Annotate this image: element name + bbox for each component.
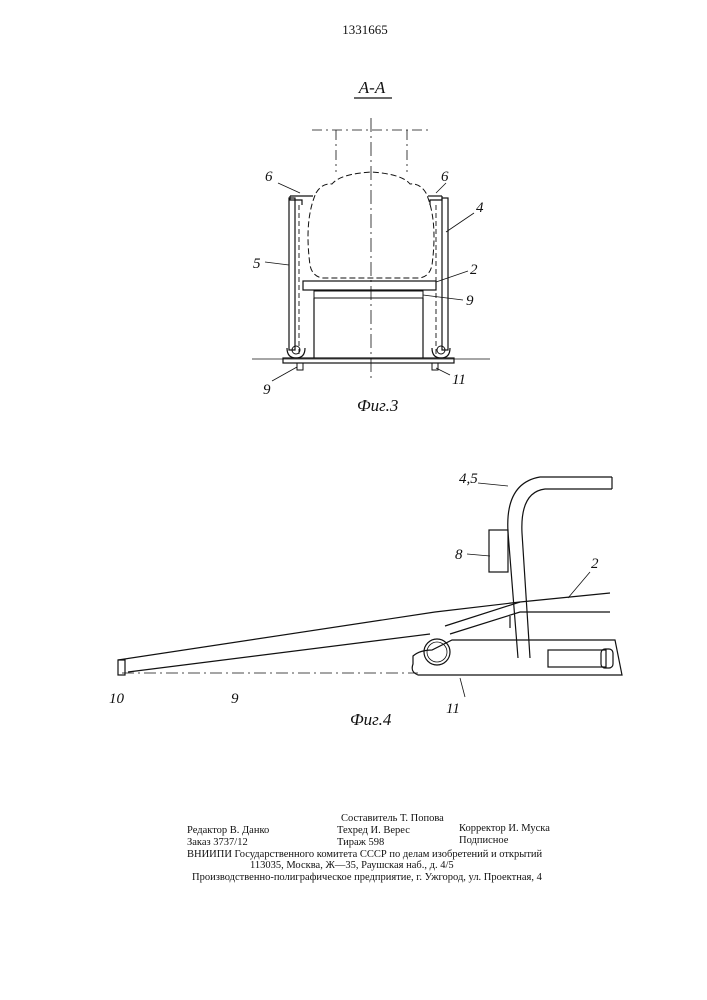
footer-subscription: Подписное <box>459 835 508 847</box>
footer-corrector: Корректор И. Муска <box>459 823 550 835</box>
fig3-label-6-left: 6 <box>265 169 273 185</box>
footer-printer: Производственно-полиграфическое предприя… <box>192 872 542 884</box>
fig4-label-11: 11 <box>446 701 460 717</box>
base-roller-housing <box>548 650 606 667</box>
bracket-left <box>290 196 302 205</box>
footer-circulation: Тираж 598 <box>337 837 384 849</box>
section-label: A-A <box>358 78 386 97</box>
fig3-label-2: 2 <box>470 262 478 278</box>
platform <box>303 281 436 290</box>
fig3-label-5: 5 <box>253 256 261 272</box>
fig4-label-4-5: 4,5 <box>459 471 478 487</box>
fig3-label-4: 4 <box>476 200 484 216</box>
fig3-label-11: 11 <box>452 372 466 388</box>
figure-4: 4,5 8 2 10 9 11 Фиг.4 <box>109 471 622 729</box>
fig4-label-10: 10 <box>109 691 125 707</box>
footer-order: Заказ 3737/12 <box>187 837 248 849</box>
footer-techred: Техред И. Верес <box>337 825 410 837</box>
footer-compiler: Составитель Т. Попова <box>341 813 444 825</box>
ramp-bar <box>314 291 423 298</box>
frame-inner <box>522 489 612 658</box>
strut-left <box>289 198 295 350</box>
fig3-label-9-left: 9 <box>263 382 271 398</box>
block-8 <box>489 530 508 572</box>
fig3-label-6-right: 6 <box>441 169 449 185</box>
fig3-caption: Фиг.3 <box>357 396 398 415</box>
strut-right <box>442 198 448 350</box>
ramp-bottom <box>128 634 430 672</box>
footer-address: 113035, Москва, Ж—35, Раушская наб., д. … <box>250 860 454 872</box>
fig4-label-9: 9 <box>231 691 239 707</box>
fig4-label-2: 2 <box>591 556 599 572</box>
figure-3: A-A <box>252 78 490 415</box>
footer-editor: Редактор В. Данко <box>187 825 269 837</box>
patent-number: 1331665 <box>342 22 388 37</box>
bracket-right <box>430 196 442 205</box>
fig4-label-8: 8 <box>455 547 463 563</box>
fig3-label-9-right: 9 <box>466 293 474 309</box>
fig4-caption: Фиг.4 <box>350 710 392 729</box>
